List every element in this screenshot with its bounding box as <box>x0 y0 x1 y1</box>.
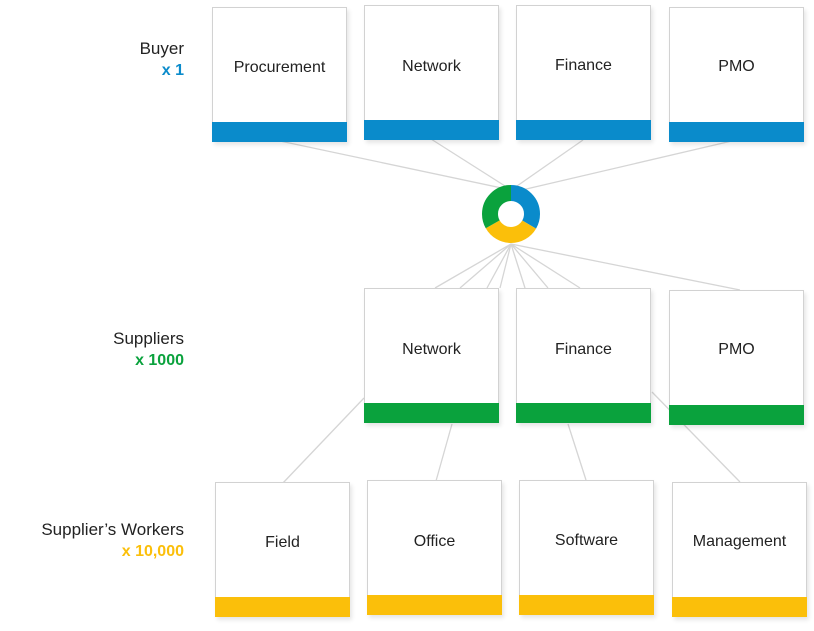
supplier-card-finance: Finance <box>516 288 651 423</box>
card-color-bar <box>367 595 502 615</box>
tier-multiplier: x 1000 <box>135 352 184 369</box>
card-color-bar <box>519 595 654 615</box>
buyer-card-finance: Finance <box>516 5 651 140</box>
card-color-bar <box>669 405 804 425</box>
buyer-card-pmo: PMO <box>669 7 804 142</box>
card-label: Procurement <box>233 59 326 76</box>
worker-card-software: Software <box>519 480 654 615</box>
card-color-bar <box>215 597 350 617</box>
card-label: PMO <box>718 341 755 358</box>
tier-name: Buyer <box>139 39 184 58</box>
tier-multiplier: x 10,000 <box>121 543 184 560</box>
card-color-bar <box>516 403 651 423</box>
tier-label-workers: Supplier’s Workers x 10,000 <box>41 519 184 563</box>
card-label: Network <box>402 58 461 75</box>
buyer-card-procurement: Procurement <box>212 7 347 142</box>
buyer-card-network: Network <box>364 5 499 140</box>
card-label: Management <box>692 533 787 550</box>
card-color-bar <box>212 122 347 142</box>
card-color-bar <box>669 122 804 142</box>
worker-card-office: Office <box>367 480 502 615</box>
tier-multiplier: x 1 <box>161 62 184 79</box>
card-label: PMO <box>718 58 755 75</box>
card-label: Software <box>554 532 619 549</box>
card-label: Office <box>413 533 456 550</box>
tier-label-buyer: Buyer x 1 <box>140 38 184 82</box>
card-color-bar <box>672 597 807 617</box>
network-hub-icon <box>482 185 540 243</box>
tier-label-suppliers: Suppliers x 1000 <box>113 328 184 372</box>
card-label: Network <box>402 341 461 358</box>
supplier-card-pmo: PMO <box>669 290 804 425</box>
worker-card-management: Management <box>672 482 807 617</box>
card-label: Field <box>265 534 300 551</box>
card-color-bar <box>364 403 499 423</box>
worker-card-field: Field <box>215 482 350 617</box>
card-label: Finance <box>555 57 612 74</box>
card-color-bar <box>516 120 651 140</box>
tier-name: Suppliers <box>113 329 184 348</box>
card-color-bar <box>364 120 499 140</box>
supplier-card-network: Network <box>364 288 499 423</box>
tier-name: Supplier’s Workers <box>41 520 184 539</box>
card-label: Finance <box>555 341 612 358</box>
